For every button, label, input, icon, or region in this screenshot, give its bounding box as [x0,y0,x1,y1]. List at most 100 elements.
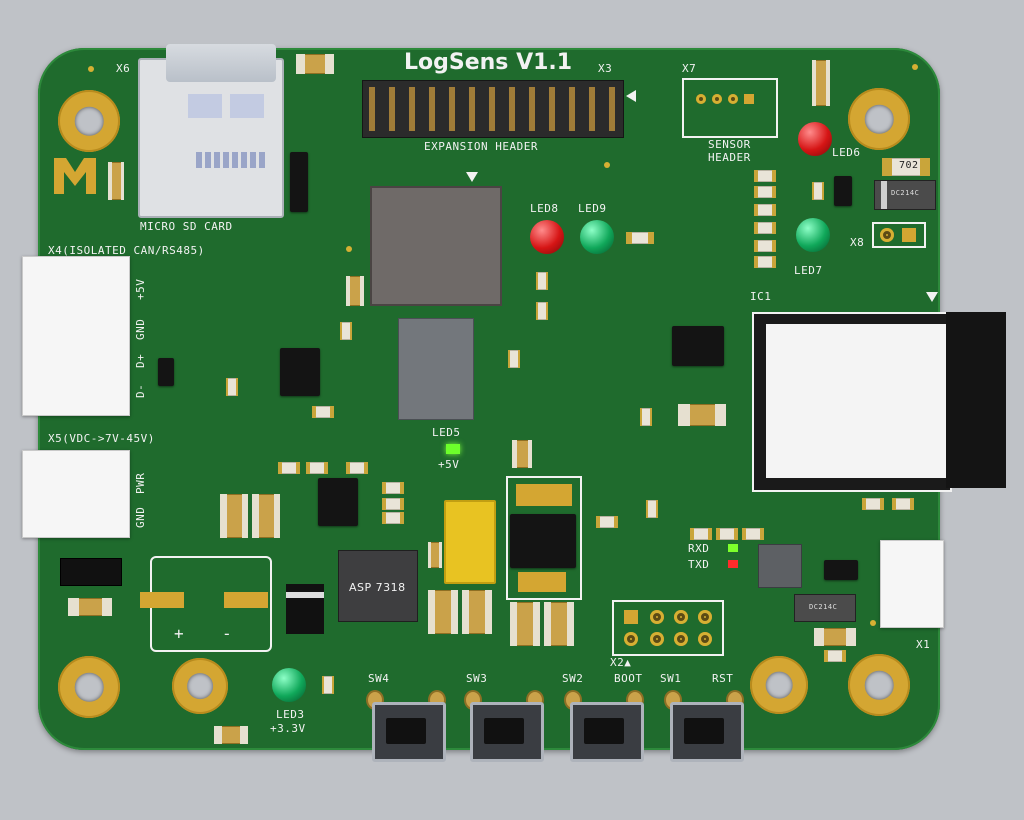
resistor [626,232,654,244]
resistor [862,498,885,510]
regulator-tab [516,484,572,506]
cap-pad-plus [140,592,184,608]
module-antenna [946,312,1006,488]
diode-left [60,558,122,586]
asp-marking: ASP 7318 [349,581,406,594]
resistor [646,500,658,518]
capacitor [814,628,856,646]
resistor [322,676,334,694]
chip-sot [290,152,308,212]
esp32-module [752,312,952,492]
diode-band [286,592,324,598]
led-txd [728,560,738,568]
diode-band [881,181,887,209]
diode-marking: DC214C [809,603,838,611]
resistor [690,528,713,540]
label-sensor-1: SENSOR [708,138,751,151]
x2-pin [624,632,638,646]
led5 [446,444,460,454]
cap-plus: + [174,624,185,643]
resistor [346,462,369,474]
ic-soic [398,318,474,420]
capacitor [428,590,458,634]
resistor [754,186,777,198]
resistor [278,462,301,474]
pin1-marker-icon [466,172,478,182]
label-x5: X5(VDC->7V-45V) [48,432,155,445]
resistor [340,322,352,340]
diode-mid [286,584,324,634]
chip-u1 [280,348,320,396]
button-body [570,702,644,762]
mounting-hole-top-left [58,90,120,152]
x4-pin-5v: +5V [134,278,147,300]
chip-u2 [318,478,358,526]
label-led3: LED3 [276,708,305,721]
micro-sd-socket [138,44,284,218]
logo-icon [54,158,96,195]
label-sw4: SW4 [368,672,390,685]
capacitor [512,440,532,468]
tantalum-cap [444,500,496,584]
x2-pin-square [624,610,638,624]
label-led9: LED9 [578,202,607,215]
via [870,620,876,626]
button-body [470,702,544,762]
connector-x1 [880,540,944,628]
label-x1: X1 [916,638,931,651]
diode-marking: DC214C [891,189,920,197]
chip-qfn [758,544,802,588]
cap-pad-minus [224,592,268,608]
x2-pin [650,610,664,624]
capacitor [220,494,248,538]
label-x2: X2▲ [610,656,632,669]
label-sw3: SW3 [466,672,488,685]
sd-window [188,94,222,118]
resistor-702: 702 [882,158,930,176]
resistor [508,350,520,368]
chip-sot2 [834,176,852,206]
resistor [742,528,765,540]
resistor [312,406,335,418]
capacitor [68,598,112,616]
label-txd: TXD [688,558,710,571]
x2-pin [674,610,688,624]
x8-jumper [872,222,926,248]
button-cap [484,718,524,744]
capacitor [428,542,442,568]
x4-pin-gnd: GND [134,318,147,340]
led3 [272,668,306,702]
resistor [754,240,777,252]
label-led6: LED6 [832,146,861,159]
pin1-marker-icon [626,90,636,102]
resistor [536,302,548,320]
resistor [382,498,405,510]
label-x8: X8 [850,236,865,249]
sensor-header [682,78,778,138]
label-led7: LED7 [794,264,823,277]
x2-pin [698,610,712,624]
label-x4: X4(ISOLATED CAN/RS485) [48,244,205,257]
button-sw3[interactable] [462,688,546,762]
module-shield [766,324,946,478]
x2-pin [674,632,688,646]
regulator-body [510,514,576,568]
chip-u3 [672,326,724,366]
button-cap [386,718,426,744]
resistor-marking: 702 [899,160,919,171]
mounting-hole-bottom-left [58,656,120,718]
resistor [892,498,915,510]
label-x7: X7 [682,62,697,75]
via [604,162,610,168]
resistor [596,516,619,528]
button-sw4[interactable] [364,688,448,762]
button-sw1-rst[interactable] [662,688,746,762]
button-sw2-boot[interactable] [562,688,646,762]
label-x6: X6 [116,62,131,75]
label-rst: RST [712,672,734,685]
led9 [580,220,614,254]
button-cap [584,718,624,744]
label-expansion: EXPANSION HEADER [424,140,538,153]
label-led3-v: +3.3V [270,722,306,735]
chip-u5 [824,560,858,580]
